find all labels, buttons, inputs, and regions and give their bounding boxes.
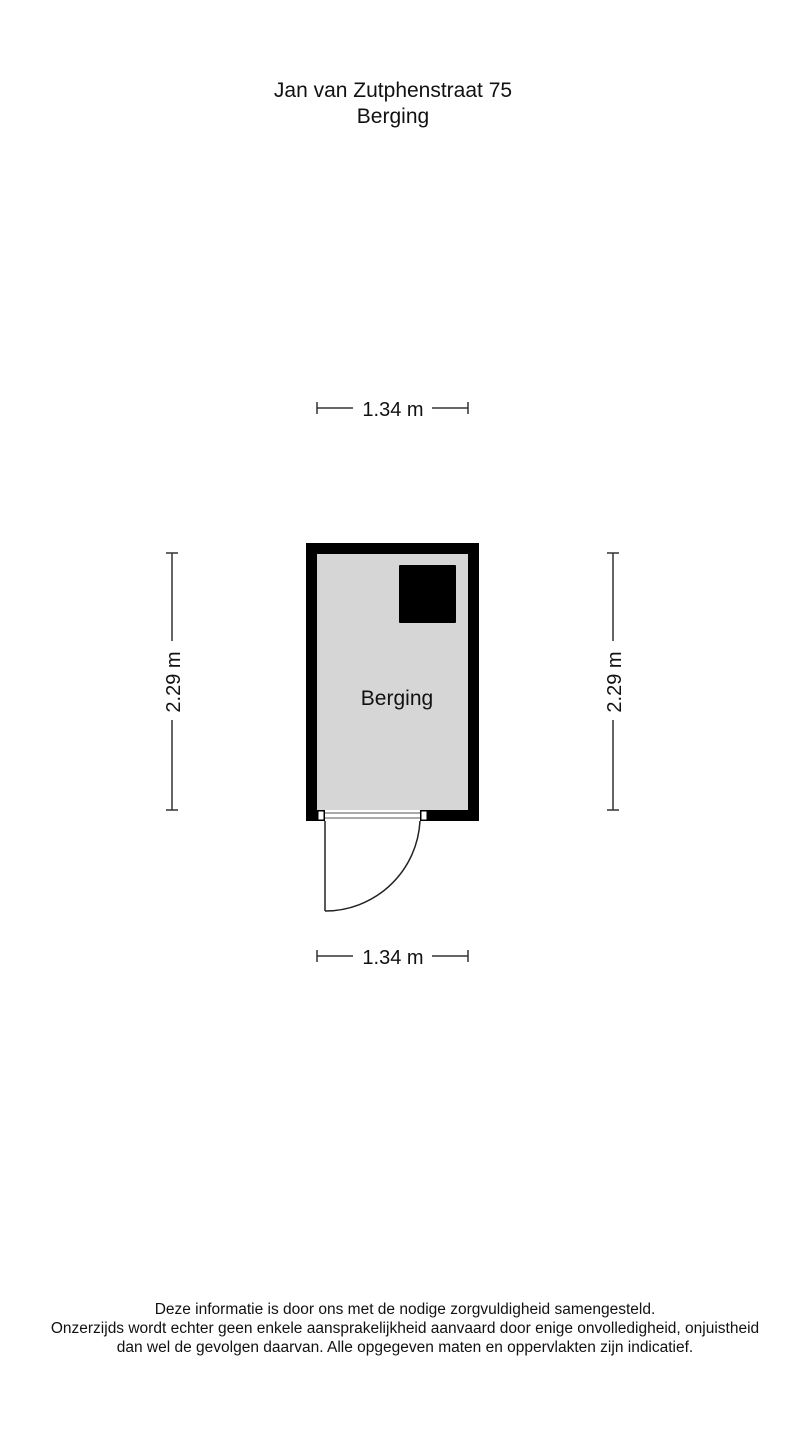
disclaimer: Deze informatie is door ons met de nodig… — [0, 1300, 810, 1357]
dimension-bottom: 1.34 m — [316, 947, 469, 969]
dimension-label-bottom: 1.34 m — [362, 947, 423, 969]
dimension-label-top: 1.34 m — [362, 399, 423, 421]
fixture-block — [399, 565, 456, 623]
disclaimer-line-1: Deze informatie is door ons met de nodig… — [154, 1301, 656, 1318]
floor-title: Berging — [356, 105, 430, 128]
door-swing — [324, 820, 421, 912]
room-label: Berging — [361, 687, 433, 710]
room-berging: Berging — [306, 543, 479, 821]
dimension-label-left: 2.29 m — [163, 651, 185, 712]
dimension-right: 2.29 m — [604, 552, 626, 811]
dimension-left: 2.29 m — [163, 552, 185, 811]
door-opening — [325, 810, 420, 821]
disclaimer-line-2: Onzerzijds wordt echter geen enkele aans… — [50, 1320, 760, 1337]
address-title: Jan van Zutphenstraat 75 — [273, 79, 513, 102]
dimension-label-right: 2.29 m — [604, 651, 626, 712]
title-block: Jan van Zutphenstraat 75 Berging — [0, 78, 786, 130]
disclaimer-line-3: dan wel de gevolgen daarvan. Alle opgege… — [116, 1339, 694, 1356]
dimension-top: 1.34 m — [316, 399, 469, 421]
